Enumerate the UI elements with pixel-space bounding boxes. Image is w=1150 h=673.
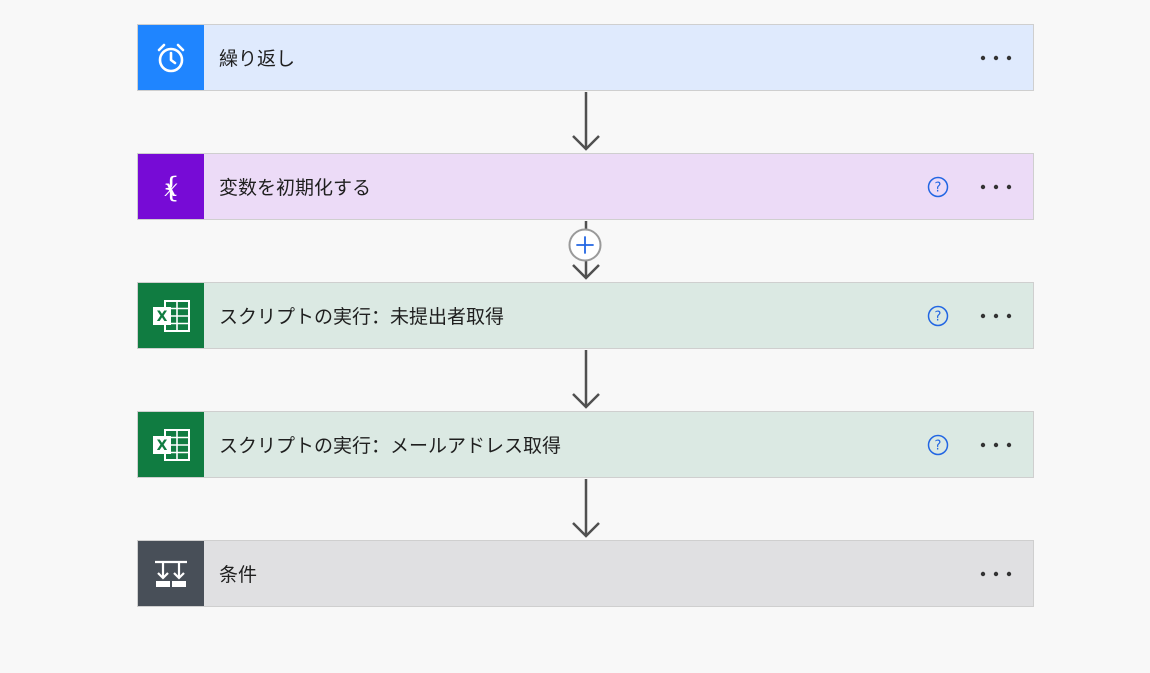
help-icon: ? — [927, 305, 949, 327]
help-icon: ? — [927, 434, 949, 456]
svg-text:X: X — [157, 438, 168, 454]
ellipsis-icon — [980, 313, 1012, 319]
excel-icon: X — [153, 428, 190, 461]
more-options-button[interactable] — [974, 559, 1018, 589]
svg-text:?: ? — [935, 181, 942, 196]
step-title: 繰り返し — [219, 48, 296, 70]
step-icon-box: { x — [138, 154, 204, 219]
excel-icon: X — [153, 299, 190, 332]
svg-text:?: ? — [935, 439, 942, 454]
connector-arrow — [572, 479, 600, 538]
connector-arrow — [572, 92, 600, 151]
connector-arrow — [572, 350, 600, 409]
step-card-run-script-unsubmitted[interactable]: X スクリプトの実行：未提出者取得 ? — [137, 282, 1034, 349]
more-options-button[interactable] — [974, 430, 1018, 460]
help-button[interactable]: ? — [927, 434, 949, 456]
svg-text:?: ? — [935, 310, 942, 325]
svg-text:X: X — [157, 309, 168, 325]
step-card-recurrence[interactable]: 繰り返し — [137, 24, 1034, 91]
svg-text:x: x — [164, 174, 178, 202]
step-icon-box: X — [138, 283, 204, 348]
step-title: スクリプトの実行：未提出者取得 — [219, 306, 505, 328]
more-options-button[interactable] — [974, 43, 1018, 73]
insert-step-button[interactable] — [568, 228, 602, 262]
step-title: 変数を初期化する — [219, 177, 372, 199]
step-title: スクリプトの実行：メールアドレス取得 — [219, 435, 562, 457]
step-card-condition[interactable]: 条件 — [137, 540, 1034, 607]
step-card-run-script-email[interactable]: X スクリプトの実行：メールアドレス取得 ? — [137, 411, 1034, 478]
condition-icon — [155, 560, 187, 587]
step-title: 条件 — [219, 564, 258, 586]
variable-braces-icon: { x — [162, 171, 180, 204]
ellipsis-icon — [980, 55, 1012, 61]
step-card-initialize-variable[interactable]: { x 変数を初期化する ? — [137, 153, 1034, 220]
ellipsis-icon — [980, 571, 1012, 577]
step-icon-box — [138, 25, 204, 90]
help-button[interactable]: ? — [927, 176, 949, 198]
step-icon-box — [138, 541, 204, 606]
help-button[interactable]: ? — [927, 305, 949, 327]
ellipsis-icon — [980, 442, 1012, 448]
svg-text:{: { — [162, 171, 180, 204]
alarm-clock-icon — [157, 43, 185, 72]
help-icon: ? — [927, 176, 949, 198]
more-options-button[interactable] — [974, 172, 1018, 202]
step-icon-box: X — [138, 412, 204, 477]
ellipsis-icon — [980, 184, 1012, 190]
more-options-button[interactable] — [974, 301, 1018, 331]
